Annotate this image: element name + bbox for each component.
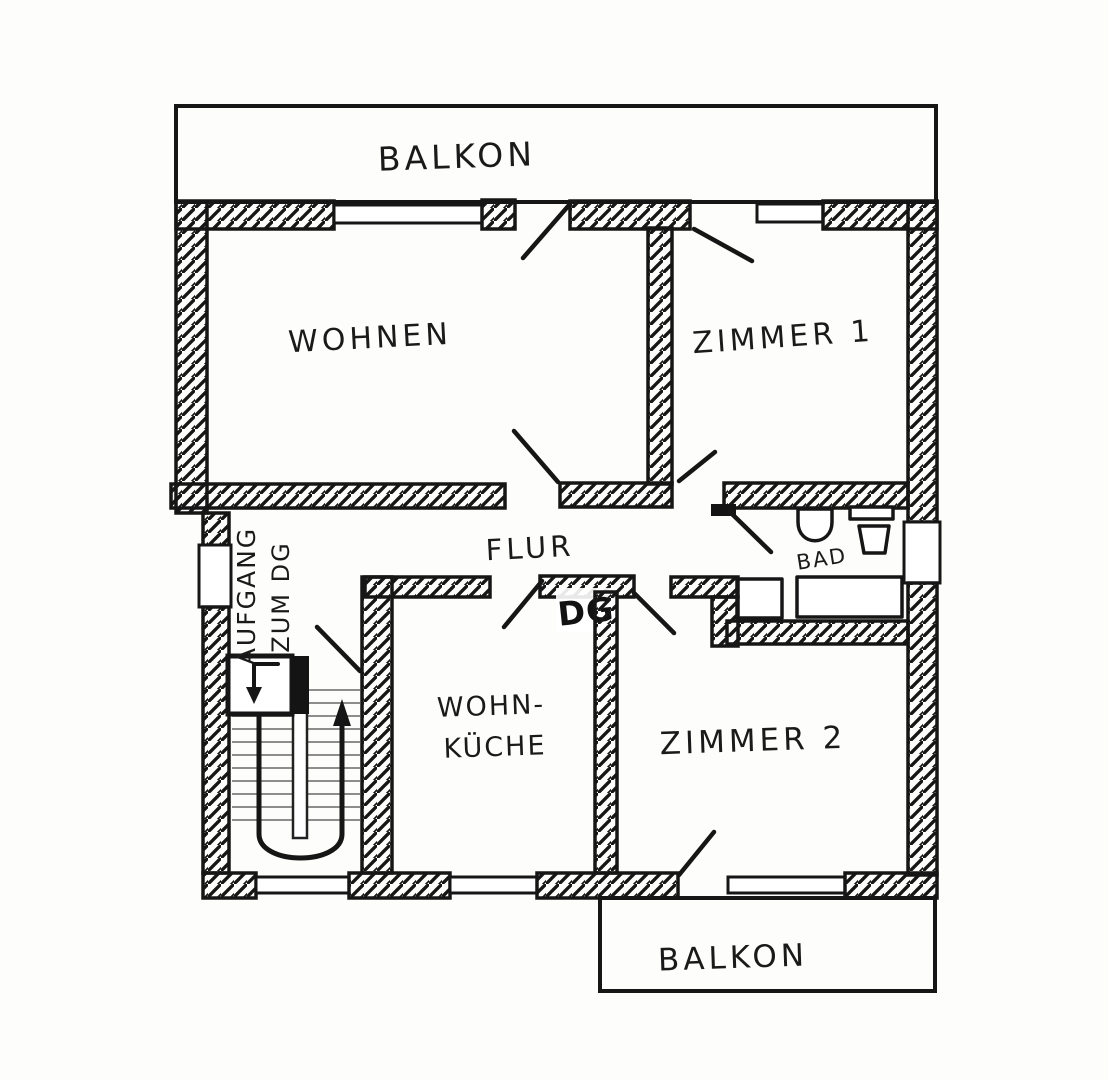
- window: [755, 202, 825, 224]
- door-swing-zimmer2-balcony: [676, 829, 717, 878]
- middle-wall: [169, 428, 674, 510]
- door-swing-zimmer1-flur: [676, 449, 718, 484]
- down-arrow-head: [246, 687, 262, 704]
- room-label-zimmer2: ZIMMER 2: [659, 720, 847, 762]
- stairwell: [197, 511, 363, 875]
- room-label-wohnkueche-line2: KÜCHE: [443, 729, 547, 765]
- door-swing-zimmer2: [631, 590, 677, 636]
- window: [197, 543, 233, 609]
- wall-segment: [710, 595, 740, 648]
- wall-segment: [722, 481, 910, 510]
- wall-segment: [558, 481, 674, 509]
- down-arrow: [252, 662, 280, 692]
- door-swing-entry: [314, 624, 363, 674]
- wall-segment: [201, 605, 231, 875]
- wall-segment: [360, 575, 394, 875]
- room-label-balkon-top: BALKON: [377, 134, 536, 178]
- toilet: [796, 507, 834, 543]
- flur-south-walls: DG: [363, 574, 677, 636]
- left-exterior-wall: [174, 200, 209, 515]
- wall-segment: [201, 511, 231, 549]
- washing-machine: [735, 577, 784, 620]
- room-label-wohnkueche-line1: WOHN-: [436, 689, 545, 724]
- window: [254, 875, 351, 895]
- wall-segment: [201, 871, 258, 900]
- room-label-zimmer1: ZIMMER 1: [691, 314, 875, 362]
- door-swing-zimmer1-north: [691, 226, 755, 264]
- door-swing-wohnen-flur: [511, 428, 561, 485]
- bottom-exterior-wall: [201, 829, 939, 900]
- door-swing-wohnen-balcony: [520, 201, 573, 261]
- bathroom: BAD: [669, 505, 910, 648]
- wohnen-zimmer1-wall: [646, 226, 674, 486]
- room-labels: WOHNEN ZIMMER 1 FLUR WOHN- KÜCHE ZIMMER …: [232, 314, 875, 765]
- window: [726, 875, 847, 895]
- wall-segment: [593, 590, 619, 875]
- balcony-top: BALKON: [174, 104, 938, 204]
- wohnkueche-walls: [360, 575, 619, 875]
- window: [448, 875, 539, 895]
- wall-segment: [347, 871, 452, 900]
- wall-segment: [480, 198, 517, 231]
- up-arrow-head: [333, 699, 351, 726]
- wall-segment: [906, 200, 939, 524]
- wall-segment: [174, 200, 209, 515]
- room-label-bad: BAD: [795, 543, 849, 575]
- wall-segment: [568, 199, 692, 231]
- window: [332, 203, 484, 225]
- bathtub: [795, 575, 904, 619]
- wall-segment: [906, 581, 939, 877]
- window: [902, 520, 942, 585]
- door-swing-bad: [726, 508, 774, 555]
- door-swing-wohnkueche: [501, 578, 545, 630]
- wall-segment: [535, 871, 680, 900]
- wall-segment: [843, 871, 939, 900]
- wall-segment: [169, 482, 507, 510]
- room-label-balkon-bottom: BALKON: [657, 937, 808, 978]
- stairs-label-aufgang: AUFGANG: [232, 527, 261, 665]
- door-jamb: [291, 656, 309, 714]
- wall-segment: [669, 575, 740, 599]
- balcony-bottom: BALKON: [598, 896, 937, 993]
- stairs-label-zum-dg: ZUM DG: [267, 541, 295, 652]
- top-exterior-wall: [174, 198, 939, 264]
- wall-segment: [725, 619, 910, 646]
- wall-segment: [646, 226, 674, 486]
- room-label-wohnen: WOHNEN: [287, 317, 452, 361]
- right-exterior-wall: [902, 200, 942, 877]
- shelf: [848, 505, 895, 521]
- washbasin: [857, 524, 891, 555]
- stair-walk-line: [256, 711, 345, 861]
- room-label-flur: FLUR: [485, 529, 575, 568]
